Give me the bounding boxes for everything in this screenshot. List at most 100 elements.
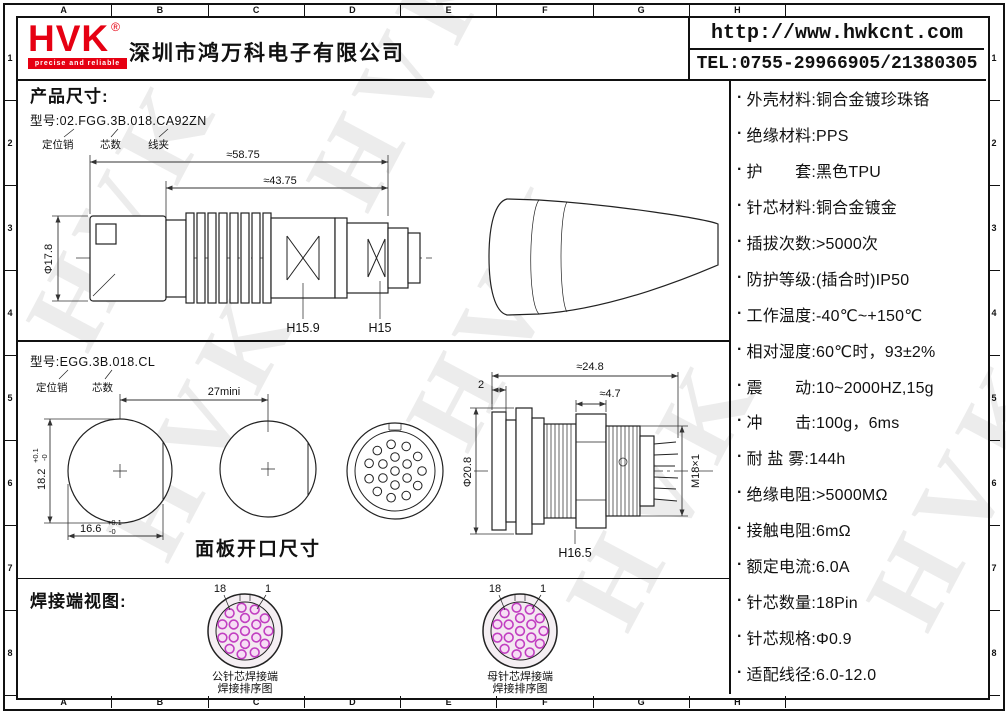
- dim-body-diameter: Φ17.8: [43, 244, 55, 274]
- bullet-icon: ·: [737, 664, 743, 681]
- spec-text: 接触电阻:6mΩ: [746, 523, 851, 541]
- spec-item: ·接触电阻:6mΩ: [737, 517, 981, 541]
- inner-border: [16, 16, 990, 700]
- logo-text: HVK: [28, 18, 110, 59]
- grid-letter: C: [209, 696, 305, 708]
- dim-flange-diameter: Φ20.8: [462, 457, 474, 487]
- svg-text:18.2: 18.2: [36, 469, 48, 490]
- grid-letter: H: [690, 4, 786, 16]
- bullet-icon: ·: [737, 448, 743, 466]
- spec-text: 冲 击:100g，6ms: [746, 415, 900, 433]
- outer-border: [3, 3, 1005, 711]
- callout-positioning-pin: 定位销: [36, 381, 68, 394]
- panel-cutout-1: [67, 418, 173, 524]
- svg-text:+0.1: +0.1: [31, 448, 40, 463]
- female-caption-line2: 焊接排序图: [493, 681, 548, 694]
- dim-total-length: ≈24.8: [576, 361, 603, 373]
- dim-flange-thickness: 2: [478, 379, 484, 391]
- callout-leaders: [63, 128, 169, 138]
- grid-letter: H: [690, 696, 786, 708]
- bullet-icon: ·: [737, 232, 743, 250]
- spec-item: ·耐 盐 雾:144h: [737, 445, 981, 469]
- grid-letter: F: [497, 696, 594, 708]
- female-solder-view: [482, 593, 558, 669]
- spec-item: ·针芯数量:18Pin: [737, 589, 981, 613]
- grid-letter: A: [16, 4, 113, 16]
- spec-text: 耐 盐 雾:144h: [746, 451, 846, 469]
- spec-text: 额定电流:6.0A: [746, 559, 850, 577]
- spec-item: ·外壳材料:铜合金镀珍珠铬: [737, 86, 981, 110]
- spec-item: ·针芯规格:Φ0.9: [737, 625, 981, 649]
- bullet-icon: ·: [737, 376, 743, 394]
- grid-number: 4: [988, 271, 1000, 356]
- strain-relief-ribs: [185, 212, 272, 304]
- callout-cable-clamp: 线夹: [148, 138, 169, 151]
- svg-text:+0.1: +0.1: [107, 518, 122, 527]
- panel-cutout-caption: 面板开口尺寸: [195, 537, 321, 560]
- registered-mark-icon: ®: [111, 20, 120, 34]
- spec-item: ·冲 击:100g，6ms: [737, 409, 981, 433]
- dim-thread-spec: M18×1: [690, 454, 702, 488]
- callout-core-count: 芯数: [100, 138, 121, 151]
- spec-item: ·震 动:10~2000HZ,15g: [737, 374, 981, 398]
- spec-text: 适配线径:6.0-12.0: [746, 667, 877, 684]
- bullet-icon: ·: [737, 196, 743, 214]
- grid-number: 3: [988, 186, 1000, 271]
- grid-number: 7: [988, 526, 1000, 611]
- grid-letter: B: [112, 4, 209, 16]
- knurl-mark: [367, 238, 386, 278]
- spec-item: ·防护等级:(插合时)IP50: [737, 266, 981, 290]
- grid-number: 3: [4, 186, 16, 271]
- dim-cutout-spacing: 27mini: [208, 386, 240, 398]
- male-caption-line2: 焊接排序图: [218, 681, 273, 694]
- spec-item: ·工作温度:-40℃~+150℃: [737, 302, 981, 326]
- grid-number: 8: [988, 611, 1000, 696]
- panel-model-number: 型号:EGG.3B.018.CL: [30, 355, 155, 369]
- bullet-icon: ·: [737, 412, 743, 430]
- dim-h-label: H16.5: [558, 546, 591, 560]
- dim-h1-label: H15.9: [286, 321, 319, 335]
- spec-text: 相对湿度:60℃时，93±2%: [746, 343, 936, 361]
- grid-number: 6: [4, 441, 16, 526]
- bullet-icon: ·: [737, 89, 743, 106]
- callout-leaders: [58, 369, 113, 380]
- male-solder-view: [207, 593, 283, 669]
- female-caption-line1: 母针芯焊接端: [487, 669, 553, 683]
- svg-text:-0: -0: [109, 527, 116, 536]
- spec-item: ·适配线径:6.0-12.0: [737, 661, 981, 685]
- grid-letter: E: [401, 696, 498, 708]
- dim-cutout-width: 16.6 +0.1 -0: [80, 518, 122, 536]
- bullet-icon: ·: [737, 268, 743, 286]
- header-divider-horizontal: [690, 48, 984, 50]
- grid-letter: B: [112, 696, 209, 708]
- bullet-icon: ·: [737, 160, 743, 178]
- spec-text: 针芯规格:Φ0.9: [746, 631, 852, 649]
- knurl-mark: [286, 235, 320, 281]
- spec-item: ·护 套:黑色TPU: [737, 158, 981, 182]
- grid-ruler-right: 1 2 3 4 5 6 7 8: [988, 16, 1000, 696]
- dim-partial-length: ≈43.75: [263, 175, 297, 187]
- bullet-icon: ·: [737, 124, 743, 142]
- panel-cutout-drawing: 型号:EGG.3B.018.CL 定位销 芯数 27mini 18.2 +0.1…: [30, 355, 714, 560]
- spec-text: 绝缘材料:PPS: [746, 127, 849, 145]
- bullet-icon: ·: [737, 628, 743, 646]
- grid-number: 6: [988, 441, 1000, 526]
- grid-letter: D: [305, 4, 401, 16]
- grid-letter: A: [16, 696, 113, 708]
- logo-tagline: precise and reliable: [28, 58, 127, 69]
- company-name: 深圳市鸿万科电子有限公司: [129, 42, 405, 65]
- grid-letter: G: [594, 696, 690, 708]
- spec-item: ·额定电流:6.0A: [737, 553, 981, 577]
- spec-item: ·插拔次数:>5000次: [737, 230, 981, 254]
- spec-text: 外壳材料:铜合金镀珍珠铬: [746, 92, 930, 109]
- spec-text: 护 套:黑色TPU: [746, 163, 881, 181]
- grid-letter: F: [497, 4, 594, 16]
- bullet-icon: ·: [737, 520, 743, 538]
- grid-ruler-bottom: A B C D E F G H: [16, 696, 786, 708]
- spec-text: 工作温度:-40℃~+150℃: [746, 307, 923, 325]
- bullet-icon: ·: [737, 340, 743, 358]
- grid-number: 4: [4, 271, 16, 356]
- grid-number: 7: [4, 526, 16, 611]
- spec-text: 绝缘电阻:>5000MΩ: [746, 487, 888, 505]
